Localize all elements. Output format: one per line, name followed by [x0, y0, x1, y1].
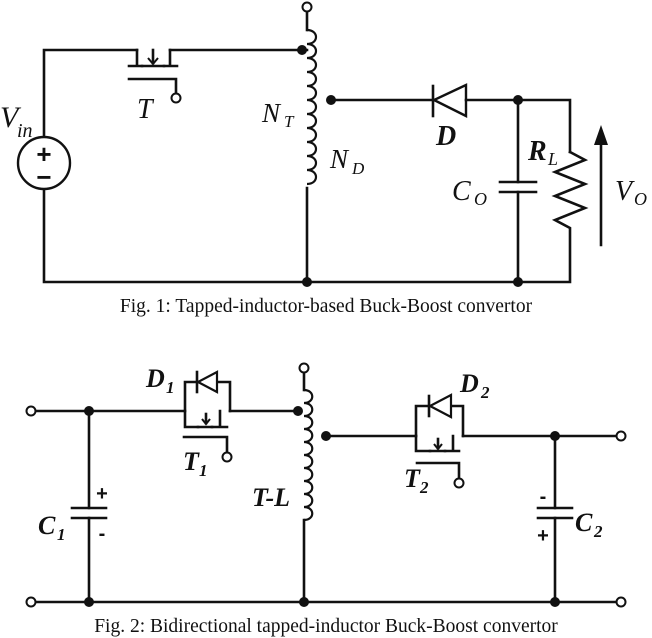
c1-minus-sign: - — [99, 523, 106, 545]
label-t1-sub: 1 — [199, 461, 208, 480]
capacitor-co — [498, 180, 538, 194]
label-c2: C — [575, 508, 593, 537]
label-t2-sub: 2 — [419, 478, 429, 497]
label-nd-sub: D — [351, 159, 365, 178]
label-nt-sub: T — [284, 112, 295, 131]
figure-1-caption: Fig. 1: Tapped-inductor-based Buck-Boost… — [120, 296, 533, 317]
figure-2-circuit: + - — [25, 362, 627, 637]
label-c1: C — [38, 511, 56, 540]
source-plus-sign: + — [36, 139, 51, 169]
mosfet-t — [127, 48, 182, 104]
inductor-top-terminal — [301, 1, 313, 13]
mosfet-t2 — [414, 434, 465, 489]
label-nt: N — [261, 98, 282, 128]
label-c1-sub: 1 — [57, 525, 66, 544]
tapped-inductor-coil — [306, 28, 318, 186]
label-rl: R — [527, 136, 547, 167]
label-t: T — [137, 94, 155, 125]
label-d1: D — [145, 364, 165, 393]
label-vo: V — [615, 176, 635, 207]
label-vin: V — [0, 101, 22, 134]
label-co: C — [452, 176, 471, 207]
tl-top-terminal — [298, 362, 310, 374]
wire-left-lower — [42, 188, 309, 284]
tl-inductor-coil — [303, 388, 314, 522]
c1-plus-sign: + — [96, 483, 108, 505]
label-t1: T — [183, 447, 200, 476]
label-tl: T-L — [252, 483, 290, 512]
wire-left — [42, 48, 139, 142]
label-rl-sub: L — [547, 149, 558, 169]
figure-2-caption: Fig. 2: Bidirectional tapped-inductor Bu… — [94, 616, 558, 637]
source-minus-sign: − — [36, 162, 51, 192]
label-d2: D — [459, 369, 479, 398]
diode-d2 — [414, 393, 465, 438]
c2-plus-sign: + — [537, 525, 549, 547]
diode-d1 — [183, 370, 232, 413]
diode-d — [431, 83, 468, 118]
output-terminal-top — [615, 430, 627, 442]
label-t2: T — [404, 464, 421, 493]
label-d: D — [435, 121, 456, 152]
voltage-source — [16, 135, 72, 191]
label-co-sub: O — [474, 189, 487, 209]
label-nd: N — [329, 144, 350, 174]
figure-1-circuit: + − — [0, 1, 647, 317]
capacitor-c1 — [70, 506, 108, 520]
capacitor-c2 — [536, 506, 574, 520]
label-d2-sub: 2 — [480, 383, 490, 402]
label-d1-sub: 1 — [166, 378, 175, 397]
output-terminal-bottom — [615, 596, 627, 608]
label-vin-sub: in — [17, 120, 33, 142]
label-vo-sub: O — [634, 189, 647, 209]
mosfet-t1 — [182, 409, 233, 463]
c2-minus-sign: - — [540, 486, 547, 508]
label-c2-sub: 2 — [593, 522, 603, 541]
input-terminal-bottom — [25, 596, 37, 608]
input-terminal-top — [25, 405, 37, 417]
resistor-rl — [305, 150, 589, 284]
output-voltage-arrow — [594, 125, 608, 247]
